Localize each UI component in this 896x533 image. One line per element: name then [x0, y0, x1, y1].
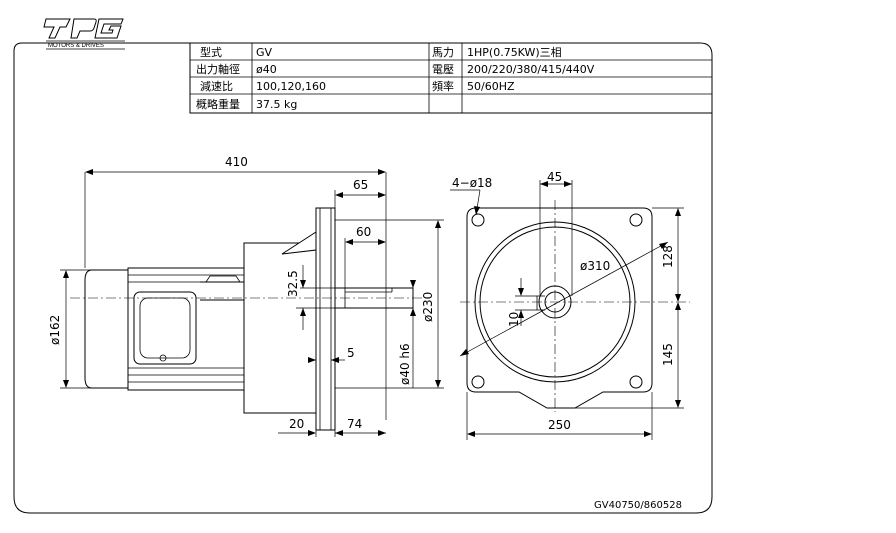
front-dimensions: 4−ø18 45 ø310 10 128 145 [450, 170, 684, 440]
tpg-logo: MOTORS & DRIVES [43, 18, 125, 50]
dim-flange-thickness: 5 [347, 346, 355, 360]
table-label-voltage: 電壓 [432, 63, 454, 76]
dim-motor-diameter: ø162 [48, 315, 62, 345]
dim-flange-depth: 65 [353, 178, 368, 192]
front-view [460, 200, 690, 412]
dim-upper-height: 128 [661, 245, 675, 268]
table-value-ratio: 100,120,160 [256, 80, 326, 93]
dim-shaft-projection: 74 [347, 417, 362, 431]
side-view [70, 207, 425, 431]
table-value-weight: 37.5 kg [256, 98, 297, 111]
dim-lower-height: 145 [661, 343, 675, 366]
dim-shaft-height: 32.5 [286, 270, 300, 297]
dim-shaft-dia: ø40 h6 [398, 343, 412, 385]
dim-flange-offset: 20 [289, 417, 304, 431]
table-value-frequency: 50/60HZ [467, 80, 515, 93]
dim-key-width: 10 [507, 312, 521, 327]
table-label-ratio: 減速比 [200, 79, 233, 93]
table-label-power: 馬力 [432, 46, 454, 59]
side-dimensions: 410 65 60 32.5 ø162 ø230 [48, 155, 444, 437]
drawing-number: GV40750/860528 [594, 500, 682, 511]
border-frame [13, 42, 713, 514]
table-value-model: GV [256, 46, 273, 59]
dim-shaft-length: 60 [356, 225, 371, 239]
dim-flange-width: 250 [548, 418, 571, 432]
table-label-frequency: 頻率 [432, 79, 454, 93]
table-label-model: 型式 [200, 45, 222, 59]
table-value-shaft: ø40 [256, 63, 277, 76]
dim-bolt-holes: 4−ø18 [452, 176, 492, 190]
dim-pcd: ø310 [580, 259, 610, 273]
table-label-shaft: 出力軸徑 [196, 62, 240, 76]
table-value-voltage: 200/220/380/415/440V [467, 63, 595, 76]
dim-bolt-offset: 45 [547, 170, 562, 184]
logo-tagline: MOTORS & DRIVES [48, 43, 104, 49]
table-value-power: 1HP(0.75KW)三相 [467, 46, 562, 59]
table-label-weight: 概略重量 [196, 97, 240, 111]
spec-table: 型式 GV 馬力 1HP(0.75KW)三相 出力軸徑 ø40 電壓 200/2… [190, 42, 712, 113]
dim-flange-height: ø230 [421, 292, 435, 322]
dim-overall-length: 410 [225, 155, 248, 169]
